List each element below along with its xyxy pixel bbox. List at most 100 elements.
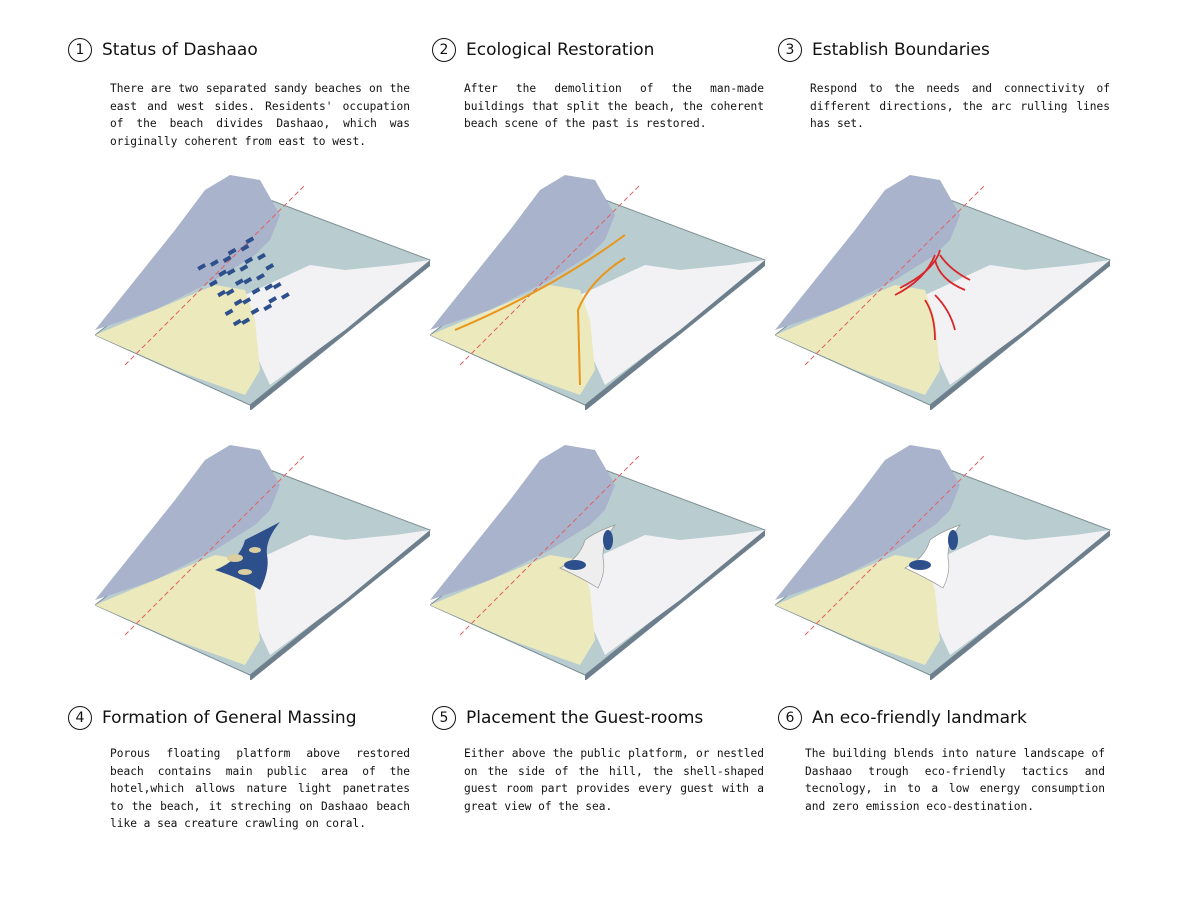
hill-east xyxy=(580,260,765,385)
building xyxy=(225,288,235,296)
arc-line xyxy=(899,249,941,289)
overlay xyxy=(197,236,290,327)
orange-line xyxy=(576,257,626,386)
panel-title: 5 Placement the Guest-rooms xyxy=(432,706,703,730)
step-description: Porous floating platform above restored … xyxy=(110,747,410,830)
axis-dashed-line xyxy=(804,454,986,636)
building xyxy=(268,296,278,304)
axis-dashed-line xyxy=(804,184,986,366)
building xyxy=(265,263,275,271)
beach-sand xyxy=(95,555,260,665)
platform-opening xyxy=(249,547,261,553)
step-description: The building blends into nature landscap… xyxy=(805,747,1105,813)
building xyxy=(224,308,234,317)
step-title: Placement the Guest-rooms xyxy=(466,708,704,728)
panel-title: 4 Formation of General Massing xyxy=(68,706,357,730)
building xyxy=(280,292,290,300)
hill-east xyxy=(925,260,1110,385)
sea-plane-edge xyxy=(585,260,765,410)
hill-east xyxy=(245,260,430,385)
step-number: 1 xyxy=(68,38,92,62)
building xyxy=(240,244,250,252)
building xyxy=(234,278,244,286)
sea-plane-edge xyxy=(585,530,765,680)
building xyxy=(251,287,261,295)
beach-sand xyxy=(430,285,595,395)
platform-opening xyxy=(227,554,243,562)
panel-title: 6 An eco-friendly landmark xyxy=(778,706,1027,730)
step-title: Status of Dashaao xyxy=(102,40,258,60)
step-number: 5 xyxy=(432,706,456,730)
guest-room-shell xyxy=(909,560,931,570)
building xyxy=(241,317,251,325)
building xyxy=(233,298,243,307)
step-title: An eco-friendly landmark xyxy=(812,708,1027,728)
axis-dashed-line xyxy=(124,184,306,366)
platform-opening xyxy=(238,569,252,575)
building xyxy=(197,263,207,271)
building xyxy=(209,259,219,267)
beach-sand xyxy=(95,285,260,395)
beach-sand xyxy=(775,555,940,665)
building xyxy=(208,279,218,287)
terrain-map xyxy=(95,445,431,680)
step-description: Either above the public platform, or nes… xyxy=(464,747,764,813)
building xyxy=(217,289,227,298)
mountain xyxy=(95,445,280,600)
building xyxy=(227,247,237,256)
sea-plane-edge xyxy=(250,530,430,680)
step-title: Establish Boundaries xyxy=(812,40,990,60)
step-title: Formation of General Massing xyxy=(102,708,357,728)
step-description: Respond to the needs and connectivity of… xyxy=(810,82,1110,130)
orange-line xyxy=(454,234,626,331)
overlay xyxy=(454,234,626,386)
terrain-map xyxy=(775,175,1111,410)
terrain-map xyxy=(430,445,766,680)
building xyxy=(244,256,254,265)
mountain xyxy=(430,175,615,330)
terrain-map xyxy=(775,445,1111,680)
arc-line xyxy=(939,254,971,281)
panel-title: 1 Status of Dashaao xyxy=(68,38,258,62)
building xyxy=(263,303,273,312)
mountain xyxy=(775,175,960,330)
building xyxy=(232,318,242,327)
sea-plane-edge xyxy=(930,530,1110,680)
hill-east xyxy=(245,530,430,655)
axis-dashed-line xyxy=(459,454,641,636)
arc-line xyxy=(934,294,956,331)
building xyxy=(222,255,232,263)
arc-line xyxy=(924,299,936,341)
guest-room-shell xyxy=(603,530,613,550)
building xyxy=(272,281,282,290)
building xyxy=(257,252,266,261)
beach-sand xyxy=(430,555,595,665)
overlay xyxy=(215,522,280,590)
step-title: Ecological Restoration xyxy=(466,40,655,60)
arc-line xyxy=(934,259,966,291)
step-number: 3 xyxy=(778,38,802,62)
guest-room-shell xyxy=(564,560,586,570)
building xyxy=(245,236,255,245)
building xyxy=(250,307,260,315)
panel-title: 3 Establish Boundaries xyxy=(778,38,990,62)
hill-east xyxy=(580,530,765,655)
step-number: 2 xyxy=(432,38,456,62)
platform xyxy=(215,522,280,590)
panel-title: 2 Ecological Restoration xyxy=(432,38,654,62)
beach-sand xyxy=(775,285,940,395)
terrain-map xyxy=(95,175,431,410)
guest-room-shell xyxy=(948,530,958,550)
step-number: 6 xyxy=(778,706,802,730)
building xyxy=(218,269,228,278)
overlay xyxy=(894,249,971,341)
sea-plane-edge xyxy=(250,260,430,410)
terrain-map xyxy=(430,175,766,410)
building xyxy=(243,277,253,285)
building xyxy=(226,268,236,276)
step-description: There are two separated sandy beaches on… xyxy=(110,82,410,148)
arc-line xyxy=(894,254,936,296)
building xyxy=(239,264,249,272)
overlay xyxy=(904,524,961,589)
